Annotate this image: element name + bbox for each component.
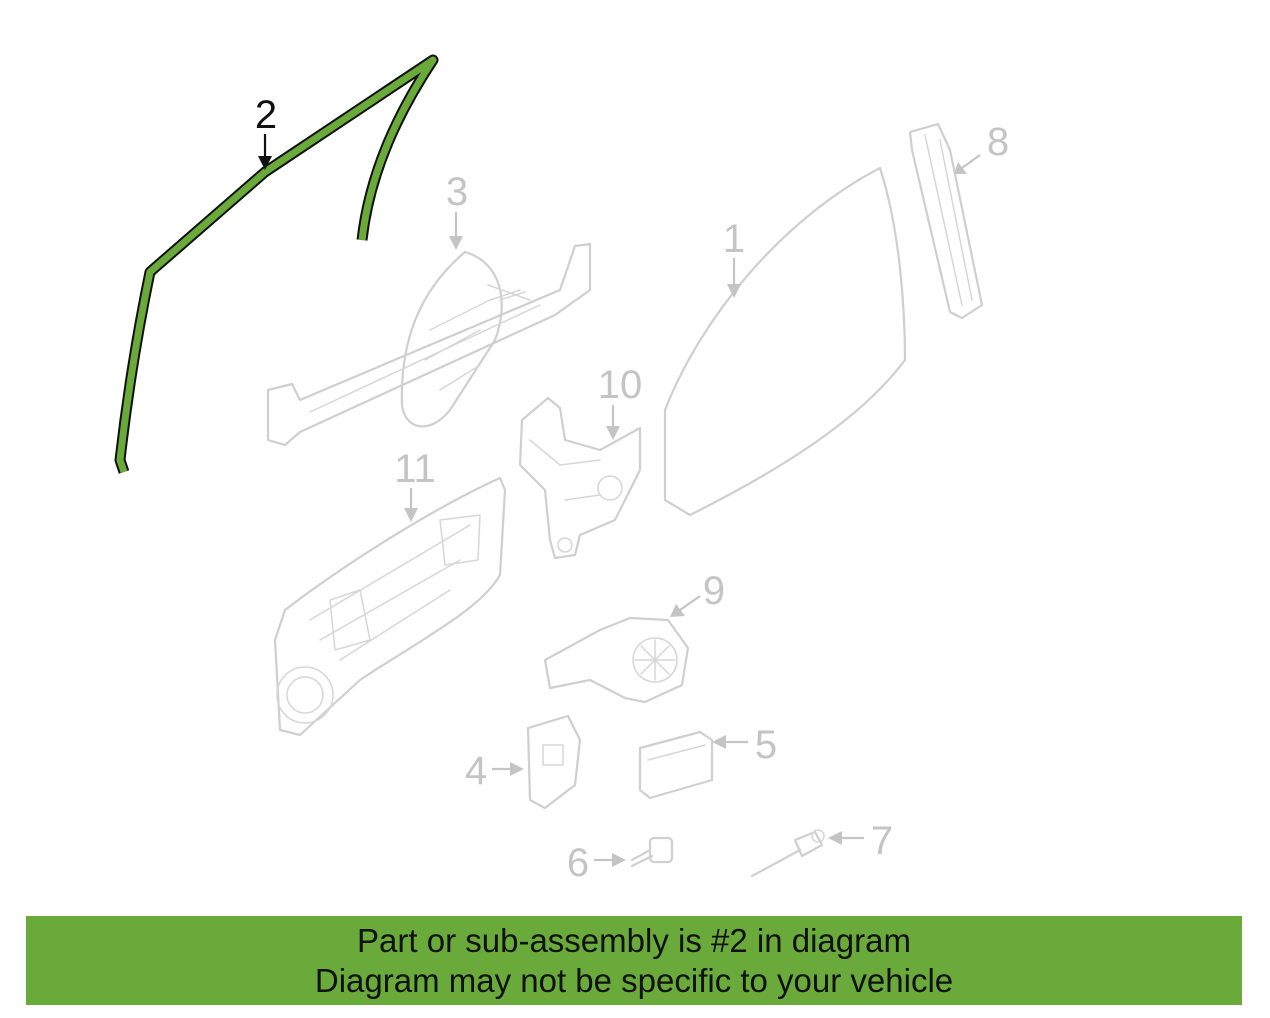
- callout-5-label: 5: [755, 723, 777, 767]
- callout-1-label: 1: [723, 217, 745, 261]
- part-9-window-motor[interactable]: [543, 616, 690, 704]
- callout-6: 6: [567, 841, 626, 885]
- callout-11-label: 11: [394, 447, 436, 491]
- callout-9-label: 9: [703, 569, 725, 613]
- callout-10: 10: [598, 363, 643, 440]
- part-5-guide[interactable]: [638, 730, 714, 800]
- part-7-push-pin[interactable]: [750, 829, 825, 878]
- part-1-door-glass[interactable]: [663, 166, 907, 517]
- callout-11: 11: [394, 447, 436, 522]
- callout-9: 9: [670, 569, 725, 617]
- banner-line-2: Diagram may not be specific to your vehi…: [314, 961, 954, 999]
- info-banner: Part or sub-assembly is #2 in diagram Di…: [26, 916, 1242, 1005]
- callout-4: 4: [465, 749, 524, 793]
- callout-2-label: 2: [255, 93, 277, 137]
- callout-4-label: 4: [465, 749, 487, 793]
- callout-8-label: 8: [987, 120, 1009, 164]
- part-4-clip[interactable]: [526, 714, 582, 810]
- part-2-run-channel[interactable]: [114, 54, 439, 474]
- callout-3-label: 3: [446, 170, 468, 214]
- part-11-door-module-panel[interactable]: [273, 476, 507, 737]
- banner-line-1: Part or sub-assembly is #2 in diagram: [357, 921, 911, 959]
- callout-10-label: 10: [598, 363, 643, 407]
- callout-3: 3: [446, 170, 468, 250]
- callout-5: 5: [712, 723, 777, 767]
- callout-8: 8: [954, 120, 1009, 174]
- callout-7: 7: [828, 819, 893, 863]
- part-3-window-regulator[interactable]: [266, 242, 592, 447]
- callout-2: 2: [255, 93, 277, 170]
- part-6-bolt[interactable]: [630, 836, 674, 868]
- callout-1: 1: [723, 217, 745, 298]
- callout-6-label: 6: [567, 841, 589, 885]
- callout-7-label: 7: [871, 819, 893, 863]
- part-10-bracket[interactable]: [518, 396, 642, 560]
- parts-diagram: 2 3 1 8 10: [114, 54, 1009, 885]
- part-8-pillar-seal[interactable]: [908, 122, 984, 320]
